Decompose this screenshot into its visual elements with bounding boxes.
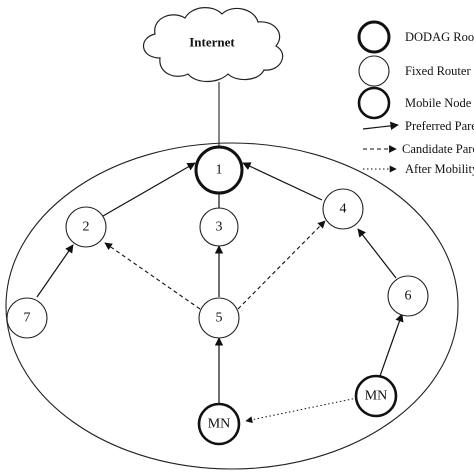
legend-fixed-router-label: Fixed Router (405, 64, 471, 78)
edge-7-to-2 (36, 244, 74, 298)
node-root: 1 (194, 145, 244, 195)
legend-mobile-node: Mobile Node (357, 86, 472, 120)
node-root-label: 1 (216, 163, 223, 178)
edge-4-to-1 (242, 162, 323, 201)
preferred-parent-edges (36, 162, 404, 403)
node-5-label: 5 (216, 311, 223, 326)
legend-dodag-root: DODAG Root (357, 20, 474, 54)
node-7: 7 (6, 297, 48, 339)
legend-dodag-root-label: DODAG Root (405, 30, 474, 44)
legend: DODAG Root Fixed Router Mobile Node Pref… (357, 20, 474, 176)
mobile-node-right-label: MN (365, 389, 388, 404)
node-2-label: 2 (83, 220, 90, 235)
mobile-node-right: MN (354, 374, 398, 418)
candidate-5-to-4 (237, 220, 326, 310)
node-5: 5 (198, 297, 240, 339)
candidate-5-to-2 (104, 242, 201, 310)
legend-candidate-parent-label: Candidate Parent (402, 142, 474, 156)
mobile-node-left: MN (197, 402, 241, 446)
node-4: 4 (322, 188, 364, 230)
node-6: 6 (387, 275, 429, 317)
node-6-label: 6 (405, 289, 412, 304)
node-7-label: 7 (24, 311, 31, 326)
network-boundary (5, 142, 459, 470)
edge-2-to-1 (102, 162, 196, 217)
legend-mobile-node-label: Mobile Node (405, 96, 472, 110)
legend-preferred-parent: Preferred Parent (362, 119, 474, 133)
legend-after-mobility-label: After Mobility (405, 162, 474, 176)
after-mobility-edge (245, 397, 358, 424)
legend-after-mobility: After Mobility (363, 162, 474, 176)
internet-cloud: Internet (143, 7, 284, 83)
edge-mn-right-to-6 (379, 313, 404, 377)
node-3-label: 3 (216, 220, 223, 235)
node-4-label: 4 (340, 202, 347, 217)
node-3: 3 (199, 207, 239, 247)
legend-fixed-router: Fixed Router (358, 55, 471, 87)
legend-preferred-parent-label: Preferred Parent (405, 119, 474, 133)
edge-6-to-4 (357, 228, 397, 279)
legend-candidate-parent: Candidate Parent (363, 142, 474, 156)
internet-label: Internet (189, 35, 235, 50)
mobile-node-left-label: MN (208, 417, 231, 432)
node-2: 2 (65, 206, 107, 248)
candidate-parent-edges (104, 220, 326, 310)
